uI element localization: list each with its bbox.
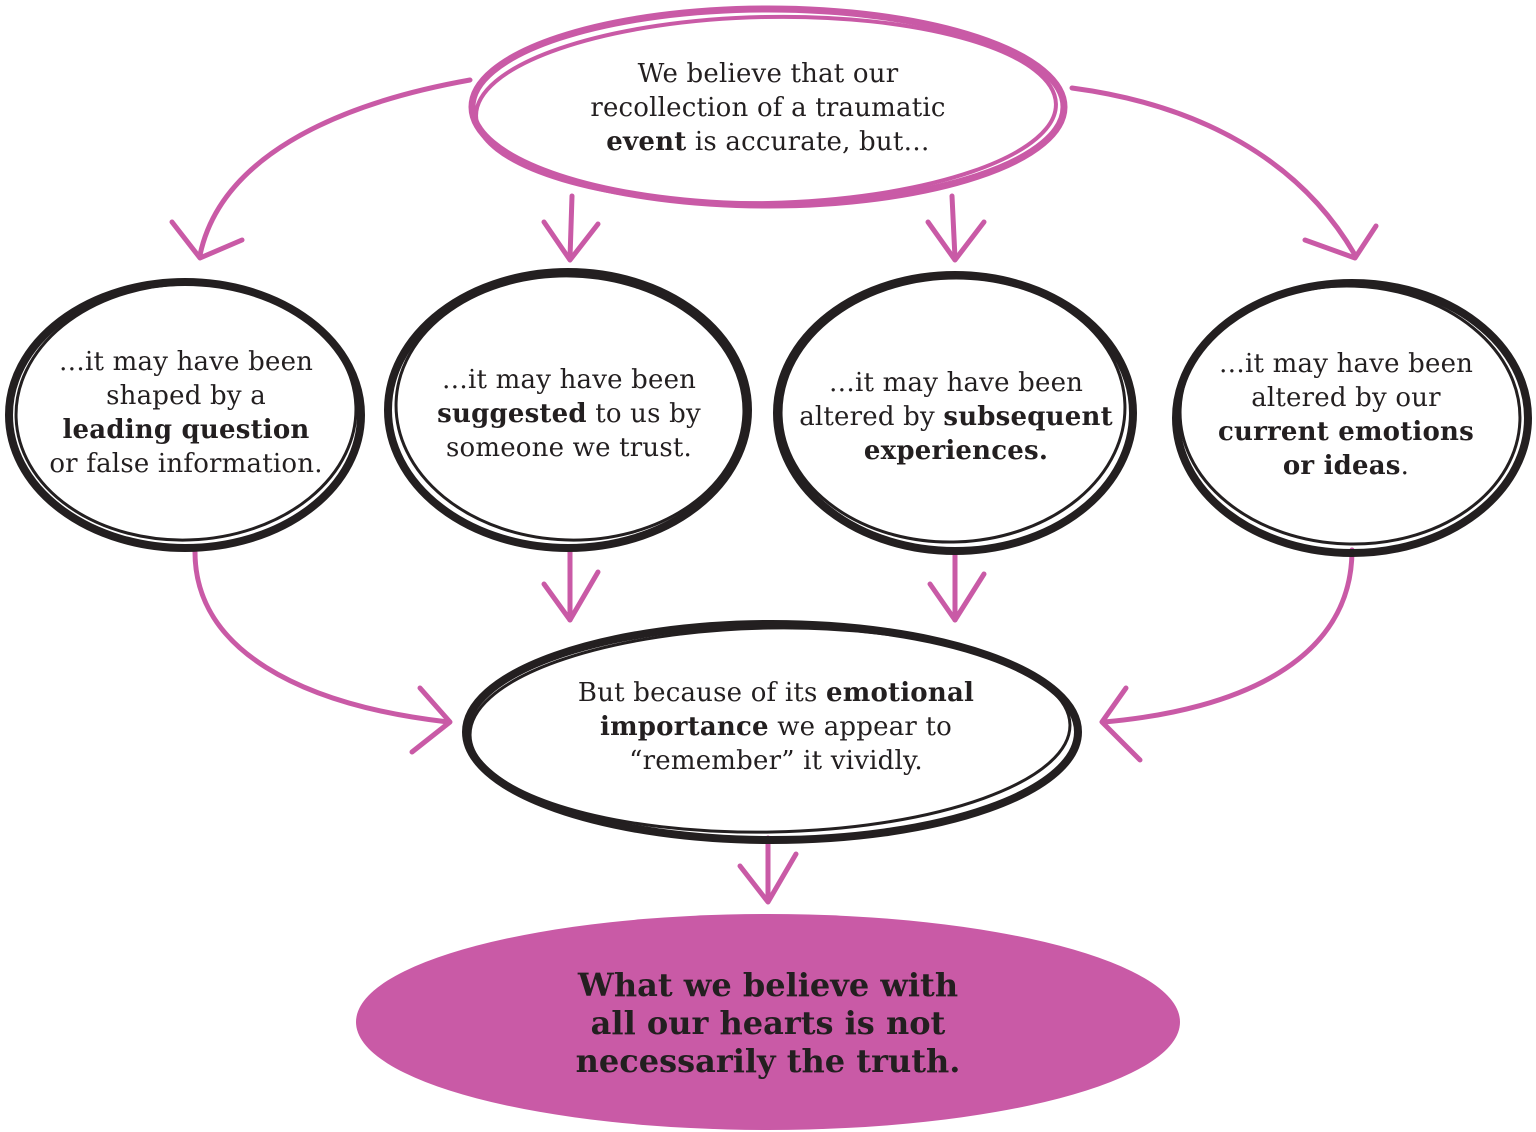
node1-line-1: …it may have been [58, 347, 314, 377]
top-ellipse [468, 5, 1068, 209]
arrowhead-node3 [925, 219, 987, 263]
node4-line-4-rest: . [1400, 451, 1410, 481]
node3-text: …it may have been altered by subsequent … [796, 366, 1116, 468]
node4-text: …it may have been altered by our current… [1200, 347, 1492, 483]
ellipse-node4 [1172, 279, 1532, 557]
middle-ellipses [5, 268, 1532, 844]
arrow-top-to-node3 [949, 193, 958, 261]
node2-bold: suggested [437, 399, 587, 429]
top-line-2: recollection of a traumatic [590, 93, 946, 123]
lower-line-1-pre: But because of its [577, 678, 827, 708]
final-line-1: What we believe with [577, 966, 959, 1004]
lower-bold-1: emotional [826, 678, 975, 708]
ellipse-lower [462, 620, 1082, 844]
node1-bold: leading question [62, 415, 310, 445]
final-ellipse [356, 914, 1180, 1130]
final-line-3: necessarily the truth. [575, 1042, 961, 1080]
arrowhead-final [737, 851, 799, 905]
arrowhead-lower-right [1099, 685, 1143, 763]
node3-bold-1: subsequent [943, 402, 1113, 432]
arrowhead-node2 [541, 219, 601, 263]
arrow-top-to-node1 [197, 77, 473, 258]
node4-line-4: or ideas. [1200, 449, 1492, 483]
top-bold-event: event [606, 127, 687, 157]
lower-node-text: But because of its emotional importance … [556, 676, 996, 778]
top-node-text: We believe that our recollection of a tr… [568, 57, 968, 159]
node2-line-1: …it may have been [441, 365, 697, 395]
node3-line-2-pre: altered by [799, 402, 944, 432]
lower-line-2-rest: we appear to [768, 712, 952, 742]
top-line-3: event is accurate, but… [568, 125, 968, 159]
lower-line-1: But because of its emotional [556, 676, 996, 710]
arrowhead-lower-left [409, 685, 453, 755]
top-line-1: We believe that our [637, 59, 899, 89]
node3-line-1: …it may have been [828, 368, 1084, 398]
node1-line-2: shaped by a [106, 381, 266, 411]
final-node-text: What we believe with all our hearts is n… [508, 966, 1028, 1080]
node2-line-3: someone we trust. [445, 433, 693, 463]
node2-line-2: suggested to us by [420, 397, 718, 431]
node4-bold-1: current emotions [1217, 417, 1474, 447]
node3-line-3: experiences. [796, 434, 1116, 468]
node4-line-1: …it may have been [1218, 349, 1474, 379]
arrowhead-node1 [169, 219, 245, 261]
ellipse-node3 [773, 271, 1137, 555]
final-line-2: all our hearts is not [590, 1004, 946, 1042]
ellipse-node2 [384, 268, 752, 552]
lower-line-2: importance we appear to [556, 710, 996, 744]
arrow-top-to-node2 [567, 193, 575, 261]
arrowhead-lower-3 [927, 571, 987, 623]
node4-line-3: current emotions [1200, 415, 1492, 449]
ellipse-node1 [5, 278, 365, 552]
node4-bold-2: or ideas [1282, 451, 1401, 481]
arrows-from-top [169, 77, 1379, 263]
arrowhead-node4 [1302, 223, 1379, 261]
lower-line-3: “remember” it vividly. [629, 746, 923, 776]
arrow-top-to-node4 [1069, 85, 1358, 258]
node2-line-2-rest: to us by [586, 399, 701, 429]
node1-line-3: leading question [40, 413, 332, 447]
arrowhead-lower-2 [541, 569, 601, 623]
arrows-to-lower [192, 545, 1355, 905]
arrow-node4-to-lower [1101, 547, 1355, 725]
node2-text: …it may have been suggested to us by som… [420, 363, 718, 465]
top-line-3-rest: is accurate, but… [686, 127, 930, 157]
node4-line-2: altered by our [1251, 383, 1441, 413]
node1-text: …it may have been shaped by a leading qu… [40, 345, 332, 481]
node3-line-2: altered by subsequent [796, 400, 1116, 434]
lower-bold-2: importance [600, 712, 769, 742]
node3-bold-2: experiences. [863, 436, 1049, 466]
arrow-node1-to-lower [192, 549, 451, 725]
node1-line-4: or false information. [49, 449, 323, 479]
